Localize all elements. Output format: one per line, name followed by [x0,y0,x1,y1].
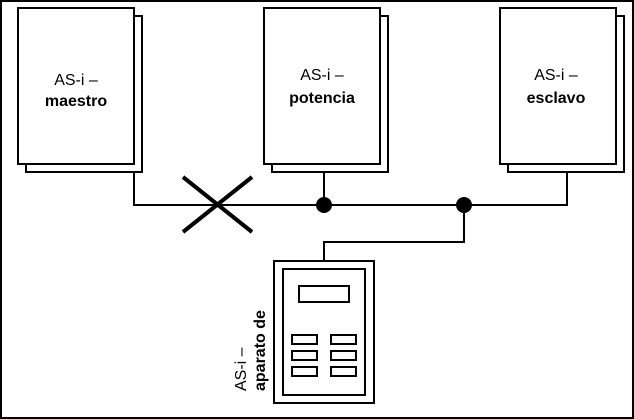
slave-box-line1: AS-i – [534,67,578,84]
handheld-label-line1: AS-i – [233,347,250,391]
handheld-key [330,334,357,345]
handheld-key [291,334,318,345]
bus-line-main [133,171,568,206]
as-i-handheld-device [273,260,375,404]
slave-box-line2: esclavo [527,90,586,107]
junction-dot-power [316,197,332,213]
handheld-key [330,350,357,361]
master-box-line2: maestro [45,93,107,110]
disconnect-x-icon [181,175,254,234]
as-i-power-box: AS-i – potencia [263,7,389,173]
handheld-label-line2: aparato de [252,310,269,391]
handheld-key [330,366,357,377]
power-box-line2: potencia [289,90,355,107]
power-box-line1: AS-i – [300,67,344,84]
bus-line-handheld-branch [323,205,465,261]
handheld-display [298,285,350,303]
master-box-line1: AS-i – [54,72,98,89]
handheld-key [291,366,318,377]
as-i-master-box: AS-i – maestro [17,7,143,173]
junction-dot-handheld [456,197,472,213]
as-i-slave-box: AS-i – esclavo [499,7,625,173]
handheld-key [291,350,318,361]
